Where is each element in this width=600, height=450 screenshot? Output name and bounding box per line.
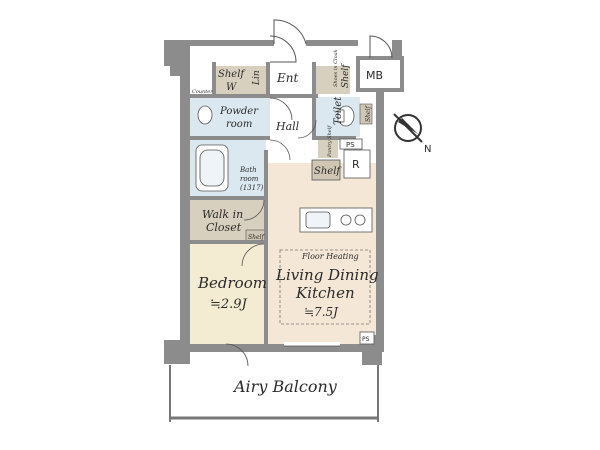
- sink-icon: [197, 105, 213, 125]
- label-shelf-kitchen: Shelf: [314, 166, 342, 177]
- compass: N: [393, 113, 431, 155]
- shelf-kitchen-area: [311, 159, 341, 181]
- label-shelf-closet: Shelf: [248, 234, 265, 241]
- label-ldk-size: ≒7.5J: [304, 305, 339, 319]
- label-linen: Lin: [252, 70, 262, 86]
- shoes-cloak-area: [316, 66, 334, 94]
- label-bath-room-2: room: [240, 175, 259, 183]
- label-hall: Hall: [275, 120, 300, 133]
- pantry-area: [318, 138, 338, 158]
- linen-area: [246, 66, 266, 94]
- label-bedroom: Bedroom: [197, 274, 267, 292]
- ps-box-top: [339, 138, 363, 150]
- label-walk-in-closet-1: Walk in: [202, 208, 243, 221]
- label-toilet: Toilet: [333, 96, 344, 125]
- stove-icon: [340, 214, 352, 226]
- walls: [164, 40, 404, 365]
- label-floor-heating: Floor Heating: [301, 252, 359, 261]
- label-balcony: Airy Balcony: [232, 377, 338, 396]
- bedroom-floor: [190, 243, 266, 344]
- entrance-door: [269, 19, 393, 63]
- refrigerator-icon: [343, 149, 371, 179]
- interior-doors: [225, 97, 340, 367]
- label-bath-room-size: (1317): [240, 184, 264, 192]
- label-shelf-toilet: Shelf: [365, 105, 372, 122]
- label-counter: Counter: [192, 89, 213, 95]
- label-ps-bottom: PS: [362, 336, 370, 343]
- fixtures: [195, 105, 375, 345]
- label-shoes-cloak: Shoes in Cloak: [333, 49, 339, 87]
- label-pantry: Pantry Shelf: [327, 125, 333, 158]
- label-washer: W: [226, 82, 237, 93]
- label-powder-room-1: Powder: [219, 106, 259, 117]
- ps-box-bottom: [359, 331, 375, 345]
- compass-north-label: N: [424, 144, 431, 155]
- label-entrance: Ent: [276, 71, 298, 85]
- label-bedroom-size: ≒2.9J: [210, 297, 248, 312]
- ldk-floor: [266, 163, 378, 344]
- label-refrigerator: R: [352, 158, 360, 171]
- shelf-toilet-area: [359, 103, 373, 125]
- label-ldk-1: Living Dining: [275, 266, 379, 284]
- label-shelf-top: Shelf: [218, 69, 246, 80]
- shelf-top-area: [216, 66, 246, 94]
- label-walk-in-closet-2: Closet: [206, 221, 242, 234]
- label-mb: MB: [366, 69, 383, 82]
- label-ps-top: PS: [346, 141, 355, 149]
- floor-heating-area: [279, 249, 371, 325]
- label-shelf-ent: Shelf: [341, 63, 351, 88]
- label-ldk-2: Kitchen: [295, 284, 355, 302]
- balcony-railing: [169, 365, 379, 422]
- label-powder-room-2: room: [226, 119, 252, 130]
- shelf-ent-area: [334, 66, 350, 94]
- label-bath-room-1: Bath: [239, 166, 257, 174]
